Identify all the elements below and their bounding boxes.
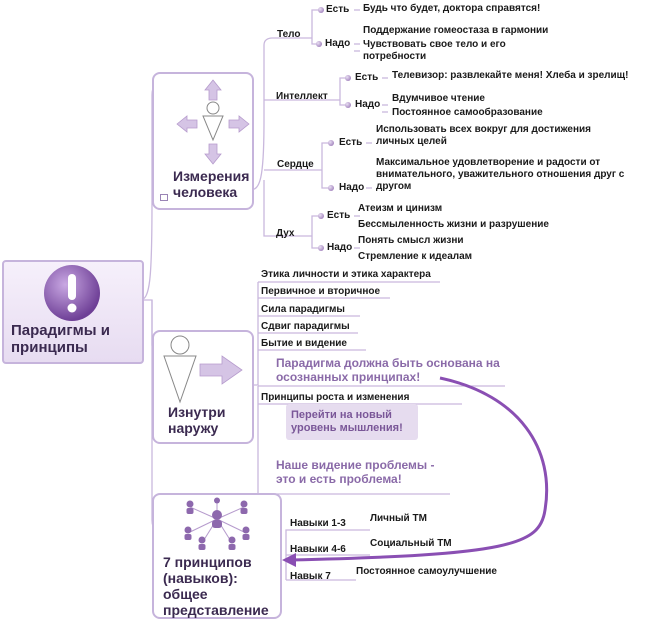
heart-need-item: Максимальное удовлетворение и радости от…	[376, 157, 625, 192]
skill-value: Личный ТМ	[370, 513, 427, 524]
group-intellect-label: Интеллект	[276, 91, 328, 102]
inside-out-item: Этика личности и этика характера	[261, 269, 431, 280]
skill-label: Навыки 4-6	[290, 544, 346, 555]
body-is-label: Есть	[326, 4, 350, 15]
body-need-item: Поддержание гомеостаза в гармонии	[363, 25, 549, 36]
body-need-label: Надо	[325, 38, 351, 49]
callout-box	[286, 404, 418, 440]
group-spirit-label: Дух	[276, 228, 295, 239]
body-is-item: Будь что будет, доктора справятся!	[363, 3, 541, 14]
inside-out-icon	[163, 335, 243, 404]
inside-out-item: Первичное и вторичное	[261, 286, 381, 297]
skill-label: Навыки 1-3	[290, 518, 346, 529]
inside-out-title: Изнутри наружу	[168, 404, 226, 436]
heart-need-label: Надо	[339, 182, 365, 193]
dimensions-node[interactable]	[152, 72, 254, 210]
skill-value: Постоянное самоулучшение	[356, 566, 497, 577]
expand-dot-icon[interactable]	[345, 102, 351, 108]
spirit-is-item: Атеизм и цинизм	[358, 203, 443, 214]
expand-dot-icon[interactable]	[318, 7, 324, 13]
principles-title: 7 принципов (навыков): общее представлен…	[163, 554, 269, 618]
spirit-need-item: Понять смысл жизни	[358, 235, 464, 246]
people-network-icon	[184, 497, 250, 550]
collapse-icon[interactable]	[160, 194, 168, 201]
inside-out-item: Принципы роста и изменения	[261, 392, 410, 403]
intellect-need-item: Постоянное самообразование	[392, 107, 543, 118]
group-body-label: Тело	[277, 29, 301, 40]
expand-dot-icon[interactable]	[318, 213, 324, 219]
intellect-is-label: Есть	[355, 72, 379, 83]
expand-dot-icon[interactable]	[345, 75, 351, 81]
heart-is-label: Есть	[339, 137, 363, 148]
spirit-is-item: Бессмыленность жизни и разрушение	[358, 219, 549, 230]
dimensions-icon	[176, 79, 250, 165]
inside-out-highlight: Наше видение проблемы - это и есть пробл…	[276, 458, 435, 486]
spirit-need-item: Стремление к идеалам	[358, 251, 473, 262]
skill-value: Социальный ТМ	[370, 538, 452, 549]
spirit-need-label: Надо	[327, 242, 353, 253]
expand-dot-icon[interactable]	[316, 41, 322, 47]
inside-out-item: Бытие и видение	[261, 338, 347, 349]
expand-dot-icon[interactable]	[318, 245, 324, 251]
inside-out-node[interactable]	[152, 330, 254, 444]
body-need-item: Чувствовать свое тело и его потребности	[363, 39, 506, 62]
root-title: Парадигмы и принципы	[11, 322, 110, 356]
inside-out-highlight: Парадигма должна быть основана на осозна…	[276, 356, 500, 384]
group-heart-label: Сердце	[277, 159, 314, 170]
intellect-need-item: Вдумчивое чтение	[392, 93, 485, 104]
exclamation-icon	[44, 265, 100, 321]
spirit-is-label: Есть	[327, 210, 351, 221]
inside-out-item: Сила парадигмы	[261, 304, 345, 315]
callout-text: Перейти на новый уровень мышления!	[291, 409, 403, 434]
expand-dot-icon[interactable]	[328, 185, 334, 191]
inside-out-item: Сдвиг парадигмы	[261, 321, 350, 332]
dimensions-title: Измерения человека	[173, 168, 250, 200]
intellect-is-item: Телевизор: развлекайте меня! Хлеба и зре…	[392, 70, 629, 81]
skill-label: Навык 7	[290, 571, 331, 582]
heart-is-item: Использовать всех вокруг для достижения …	[376, 124, 592, 147]
expand-dot-icon[interactable]	[328, 140, 334, 146]
intellect-need-label: Надо	[355, 99, 381, 110]
